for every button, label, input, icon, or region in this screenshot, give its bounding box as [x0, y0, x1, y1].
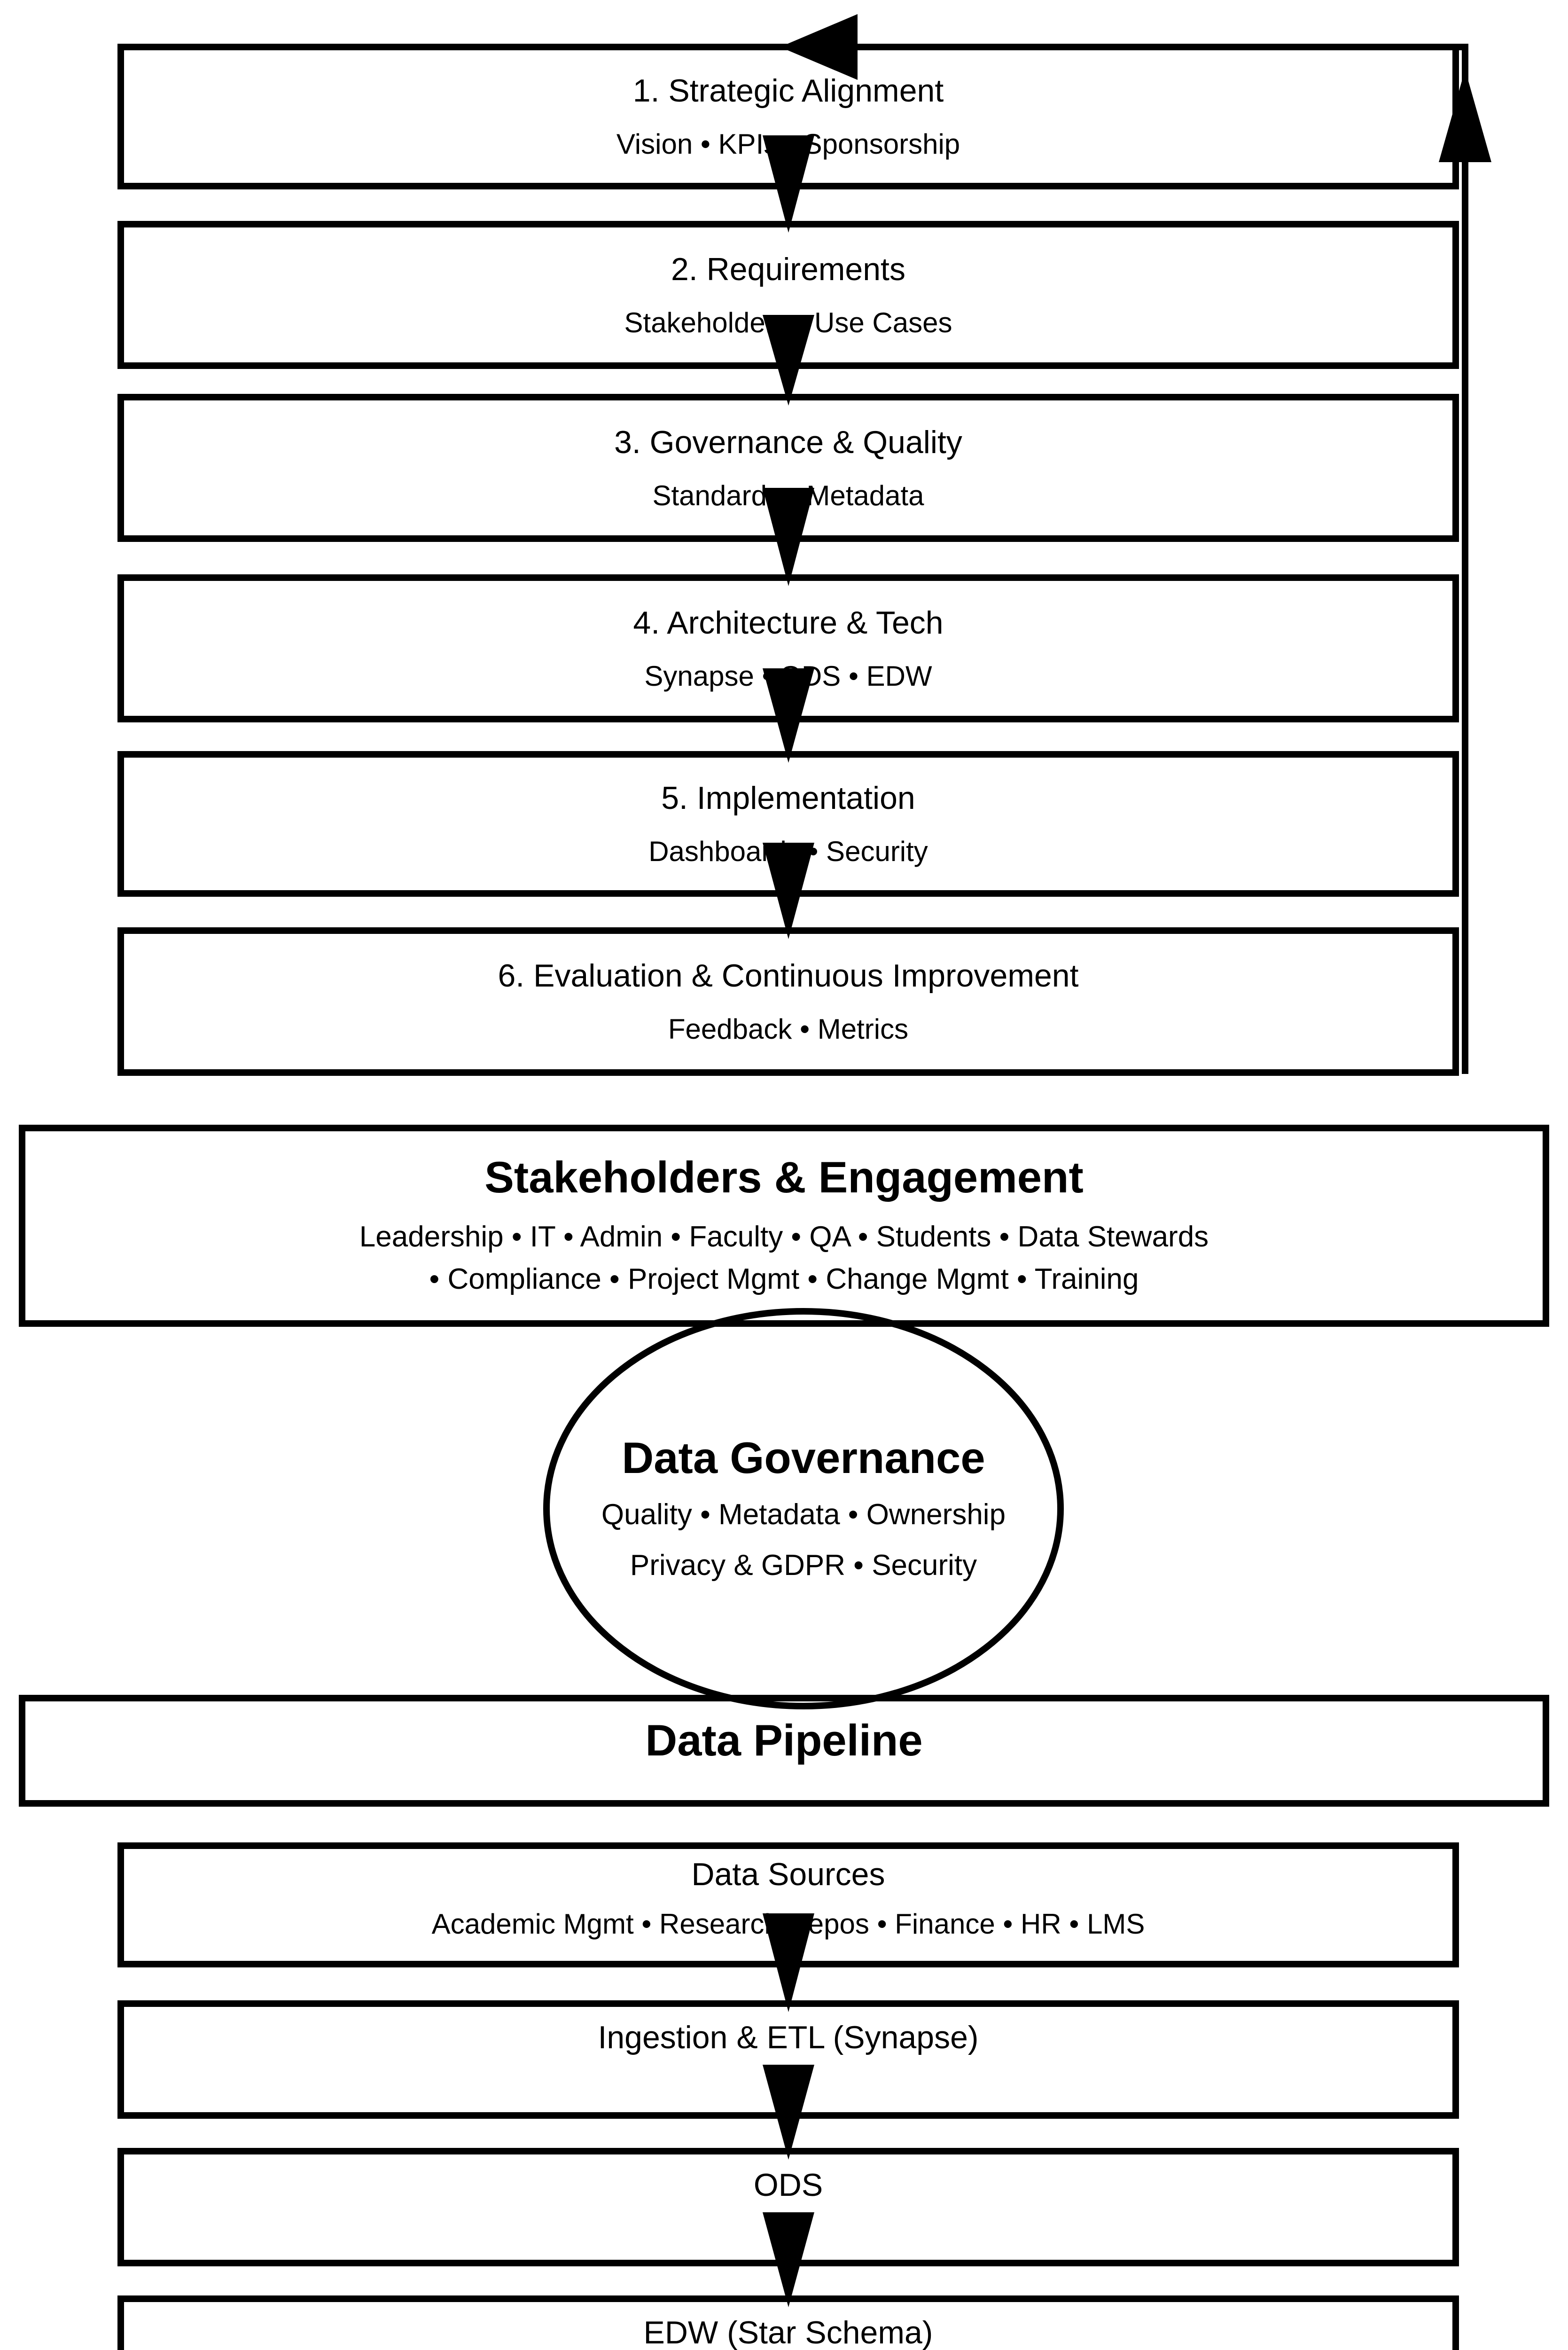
step-title: 4. Architecture & Tech: [633, 604, 944, 641]
stakeholders-line1: Leadership • IT • Admin • Faculty • QA •…: [359, 1221, 1209, 1253]
stage-subtitle: Academic Mgmt • Research Repos • Finance…: [431, 1908, 1145, 1940]
step-subtitle: Standards • Metadata: [652, 479, 924, 511]
stage-box-ods: ODS: [117, 2148, 1459, 2266]
governance-title: Data Governance: [622, 1433, 985, 1482]
data-pipeline-box: Data Pipeline: [19, 1695, 1549, 1807]
step-box-evaluation-improvement: 6. Evaluation & Continuous Improvement F…: [117, 927, 1459, 1076]
step-subtitle: Feedback • Metrics: [668, 1013, 909, 1045]
step-box-governance-quality: 3. Governance & Quality Standards • Meta…: [117, 394, 1459, 542]
step-box-strategic-alignment: 1. Strategic Alignment Vision • KPIs • S…: [117, 44, 1459, 189]
stage-title: Data Sources: [691, 1856, 885, 1892]
step-box-implementation: 5. Implementation Dashboards • Security: [117, 751, 1459, 897]
stage-box-edw: EDW (Star Schema): [117, 2295, 1459, 2350]
step-title: 3. Governance & Quality: [614, 424, 962, 460]
stakeholders-line2: • Compliance • Project Mgmt • Change Mgm…: [429, 1263, 1139, 1295]
step-box-requirements: 2. Requirements Stakeholders • Use Cases: [117, 221, 1459, 369]
stage-box-ingestion-etl: Ingestion & ETL (Synapse): [117, 2000, 1459, 2119]
stage-title: ODS: [753, 2167, 823, 2203]
stage-title: Ingestion & ETL (Synapse): [598, 2019, 979, 2055]
stakeholders-title: Stakeholders & Engagement: [484, 1152, 1084, 1202]
step-subtitle: Stakeholders • Use Cases: [624, 306, 952, 338]
step-title: 2. Requirements: [671, 251, 905, 287]
stage-box-data-sources: Data Sources Academic Mgmt • Research Re…: [117, 1842, 1459, 1967]
stakeholders-engagement-box: Stakeholders & Engagement Leadership • I…: [19, 1125, 1549, 1327]
governance-line1: Quality • Metadata • Ownership: [601, 1498, 1006, 1531]
step-title: 6. Evaluation & Continuous Improvement: [498, 958, 1079, 994]
step-box-architecture-tech: 4. Architecture & Tech Synapse • ODS • E…: [117, 574, 1459, 722]
step-title: 5. Implementation: [661, 780, 915, 816]
governance-line2: Privacy & GDPR • Security: [630, 1549, 977, 1582]
step-subtitle: Dashboards • Security: [648, 836, 928, 867]
step-title: 1. Strategic Alignment: [632, 73, 944, 109]
data-governance-circle-text: Data Governance Quality • Metadata • Own…: [546, 1311, 1061, 1706]
data-pipeline-title: Data Pipeline: [645, 1715, 923, 1765]
stage-title: EDW (Star Schema): [643, 2314, 933, 2350]
step-subtitle: Synapse • ODS • EDW: [644, 660, 932, 692]
step-subtitle: Vision • KPIs • Sponsorship: [616, 128, 960, 160]
